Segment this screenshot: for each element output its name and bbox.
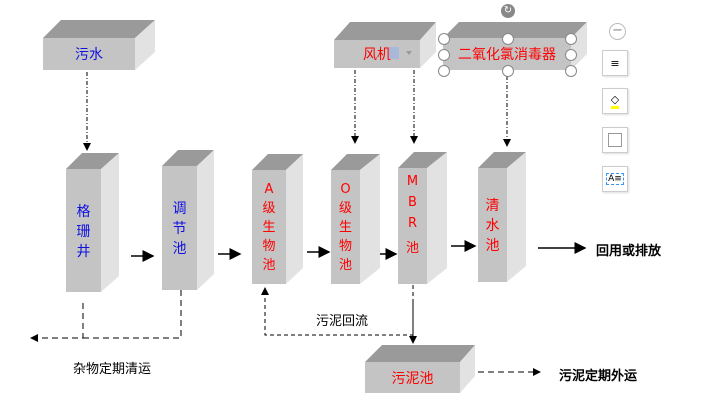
char: 物 bbox=[262, 238, 276, 254]
block-blower-label: 风机 bbox=[334, 40, 420, 68]
char: 物 bbox=[338, 238, 352, 254]
char: 节 bbox=[172, 221, 187, 237]
collapse-icon[interactable]: − bbox=[609, 23, 626, 40]
arrow-debris bbox=[30, 303, 84, 339]
char: O bbox=[340, 181, 351, 197]
char: A bbox=[264, 181, 274, 197]
label-sludge-out: 污泥定期外运 bbox=[559, 369, 638, 384]
dropdown-caret-icon[interactable] bbox=[406, 51, 412, 55]
char: 水 bbox=[485, 218, 500, 234]
char: 级 bbox=[338, 200, 352, 216]
label-reuse: 回用或排放 bbox=[596, 244, 662, 259]
layout-options-icon[interactable] bbox=[389, 47, 399, 59]
char: 池 bbox=[405, 241, 419, 256]
char: 井 bbox=[76, 243, 91, 260]
char: B bbox=[408, 195, 417, 210]
char: 格 bbox=[76, 203, 91, 220]
char: 池 bbox=[262, 257, 276, 273]
rotate-handle-icon[interactable]: ↻ bbox=[501, 4, 515, 18]
char: 池 bbox=[338, 257, 352, 273]
block-sludge-label: 污泥池 bbox=[365, 362, 460, 393]
outline-icon[interactable] bbox=[602, 127, 628, 153]
char: 池 bbox=[172, 241, 187, 257]
char: 生 bbox=[262, 219, 276, 235]
wrap-text-icon[interactable]: ≡ bbox=[602, 50, 628, 76]
label-debris: 杂物定期清运 bbox=[73, 362, 152, 377]
char: M bbox=[406, 174, 419, 189]
char: 珊 bbox=[76, 223, 91, 240]
char: 清 bbox=[485, 198, 500, 214]
char: R bbox=[407, 216, 418, 231]
char: 调 bbox=[172, 201, 187, 217]
block-sewage-label: 污水 bbox=[43, 38, 135, 70]
fill-color-icon[interactable]: ◇ bbox=[602, 88, 628, 114]
char: 级 bbox=[262, 200, 276, 216]
char: 生 bbox=[338, 219, 352, 235]
textbox-icon[interactable]: A≡ bbox=[602, 166, 628, 192]
label-return: 污泥回流 bbox=[316, 314, 369, 329]
char: 池 bbox=[485, 238, 500, 254]
